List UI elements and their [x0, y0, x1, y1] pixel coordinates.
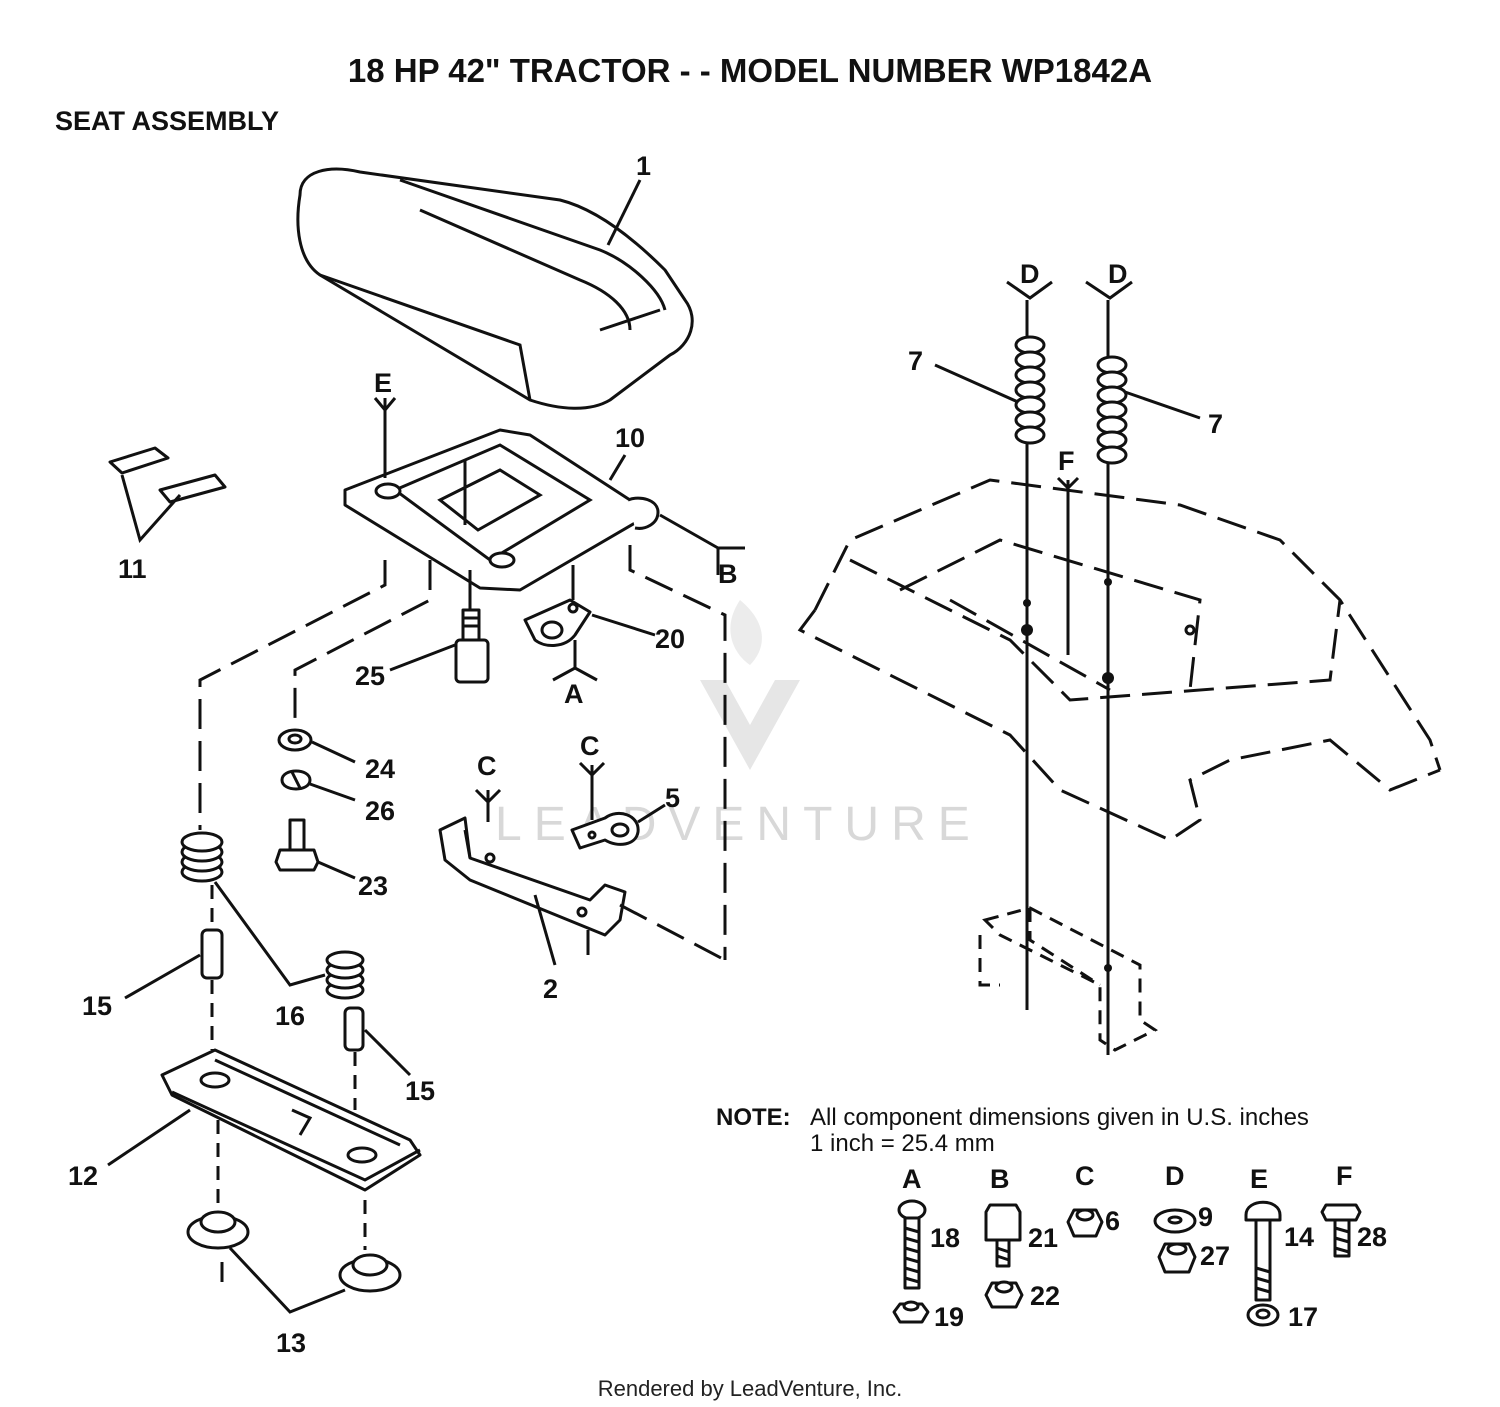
shoulder-bolt [454, 608, 490, 684]
callout-25: 25 [355, 661, 385, 691]
compression-spring-left [1014, 335, 1046, 445]
callout-24: 24 [365, 754, 395, 784]
key-part-17: 17 [1288, 1302, 1318, 1332]
callout-1: 1 [636, 151, 651, 181]
washer-17 [1246, 1303, 1280, 1327]
cable-clip [570, 812, 640, 850]
nut-6 [1066, 1208, 1104, 1238]
key-part-18: 18 [930, 1223, 960, 1253]
callout-12: 12 [68, 1161, 98, 1191]
fender-outline [797, 478, 1442, 842]
key-part-14: 14 [1284, 1222, 1314, 1252]
spring-left [180, 831, 224, 883]
ref-letter-A: A [564, 679, 584, 709]
flange-nut-left [186, 1210, 250, 1250]
key-letter-C: C [1075, 1161, 1095, 1191]
callout-26: 26 [365, 796, 395, 826]
seat-bracket [438, 816, 627, 937]
note-label: NOTE: [716, 1104, 791, 1131]
spacer-right [343, 1006, 365, 1052]
dimension-note: NOTE: All component dimensions given in … [716, 1104, 1309, 1157]
callout-7-right: 7 [1208, 409, 1223, 439]
callout-2: 2 [543, 974, 558, 1004]
key-part-28: 28 [1357, 1222, 1387, 1252]
key-letter-F: F [1336, 1161, 1353, 1191]
callout-15-left: 15 [82, 991, 112, 1021]
key-part-27: 27 [1200, 1241, 1230, 1271]
spring-right [325, 950, 365, 1000]
key-letter-A: A [902, 1164, 922, 1194]
flange-nut-right [338, 1253, 402, 1293]
key-part-22: 22 [1030, 1281, 1060, 1311]
callout-23: 23 [358, 871, 388, 901]
key-part-6: 6 [1105, 1206, 1120, 1236]
note-line-1: All component dimensions given in U.S. i… [810, 1104, 1309, 1131]
section-title: SEAT ASSEMBLY [55, 106, 279, 136]
key-part-9: 9 [1198, 1202, 1213, 1232]
ref-letter-D1: D [1020, 259, 1040, 289]
seat-cushion [296, 167, 694, 410]
carriage-bolt-18 [897, 1199, 927, 1290]
compression-spring-right [1096, 355, 1128, 465]
ref-letter-C: C [477, 751, 497, 781]
hex-bolt [274, 818, 320, 872]
page-title: 18 HP 42" TRACTOR - - MODEL NUMBER WP184… [348, 52, 1152, 89]
watermark: LEADVENTURE [495, 600, 982, 851]
callout-7-left: 7 [908, 346, 923, 376]
callout-11: 11 [118, 554, 147, 584]
hardware-key: A 18 19 B 21 22 C 6 [892, 1161, 1387, 1332]
callout-15-right: 15 [405, 1076, 435, 1106]
key-part-21: 21 [1028, 1223, 1058, 1253]
frame-bracket-outline [978, 906, 1158, 1052]
ref-letter-C2: C [580, 731, 600, 761]
flat-washer [277, 728, 313, 752]
key-letter-B: B [990, 1164, 1010, 1194]
note-line-2: 1 inch = 25.4 mm [810, 1130, 995, 1157]
key-letter-D: D [1165, 1161, 1185, 1191]
seat-pan [343, 428, 660, 592]
carriage-bolt-14 [1244, 1200, 1282, 1302]
ref-letter-B: B [718, 559, 738, 589]
nut-27 [1157, 1242, 1197, 1274]
lock-washer [280, 769, 312, 791]
washer-9 [1153, 1208, 1197, 1234]
shoulder-bolt-21 [984, 1203, 1022, 1268]
callout-20: 20 [655, 624, 685, 654]
nut-19 [892, 1300, 930, 1324]
seat-mounting-plate [160, 1048, 422, 1192]
watermark-text: LEADVENTURE [495, 798, 982, 851]
ref-letter-F: F [1058, 446, 1075, 476]
nut-22 [984, 1280, 1024, 1309]
key-part-19: 19 [934, 1302, 964, 1332]
key-letter-E: E [1250, 1164, 1268, 1194]
callout-13: 13 [276, 1328, 306, 1358]
spacer-left [200, 928, 224, 980]
callout-5: 5 [665, 783, 680, 813]
callout-16: 16 [275, 1001, 305, 1031]
callout-10: 10 [615, 423, 645, 453]
footer-credit: Rendered by LeadVenture, Inc. [598, 1376, 903, 1401]
ref-letter-D2: D [1108, 259, 1128, 289]
seat-clamp [523, 598, 592, 647]
ref-letter-E: E [374, 368, 392, 398]
bumper-pads [108, 446, 227, 504]
hex-bolt-28 [1320, 1203, 1362, 1258]
